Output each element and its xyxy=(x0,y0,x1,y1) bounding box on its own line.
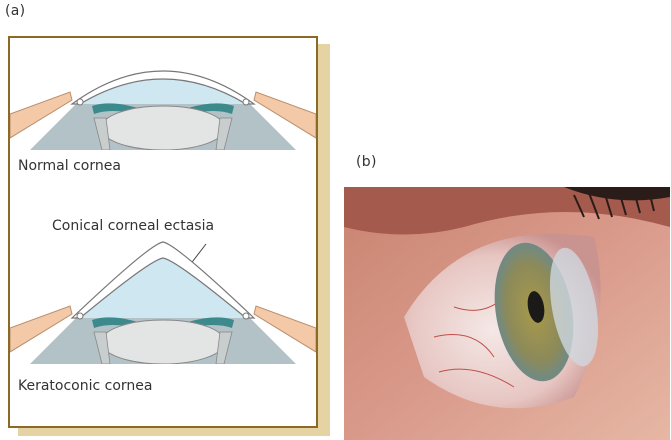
panel-b-label: (b) xyxy=(356,154,377,170)
normal-cornea-caption: Normal cornea xyxy=(18,158,121,174)
ectasia-caption: Conical corneal ectasia xyxy=(52,218,214,234)
panel-a-label: (a) xyxy=(5,3,25,19)
keratoconic-eye-diagram xyxy=(10,234,316,364)
keratoconic-cornea-caption: Keratoconic cornea xyxy=(18,378,153,394)
panel-a-frame: Normal cornea Conical corneal ectasia Ke… xyxy=(8,36,318,428)
normal-eye-diagram xyxy=(10,42,316,150)
keratoconus-eye-photo xyxy=(344,187,670,440)
